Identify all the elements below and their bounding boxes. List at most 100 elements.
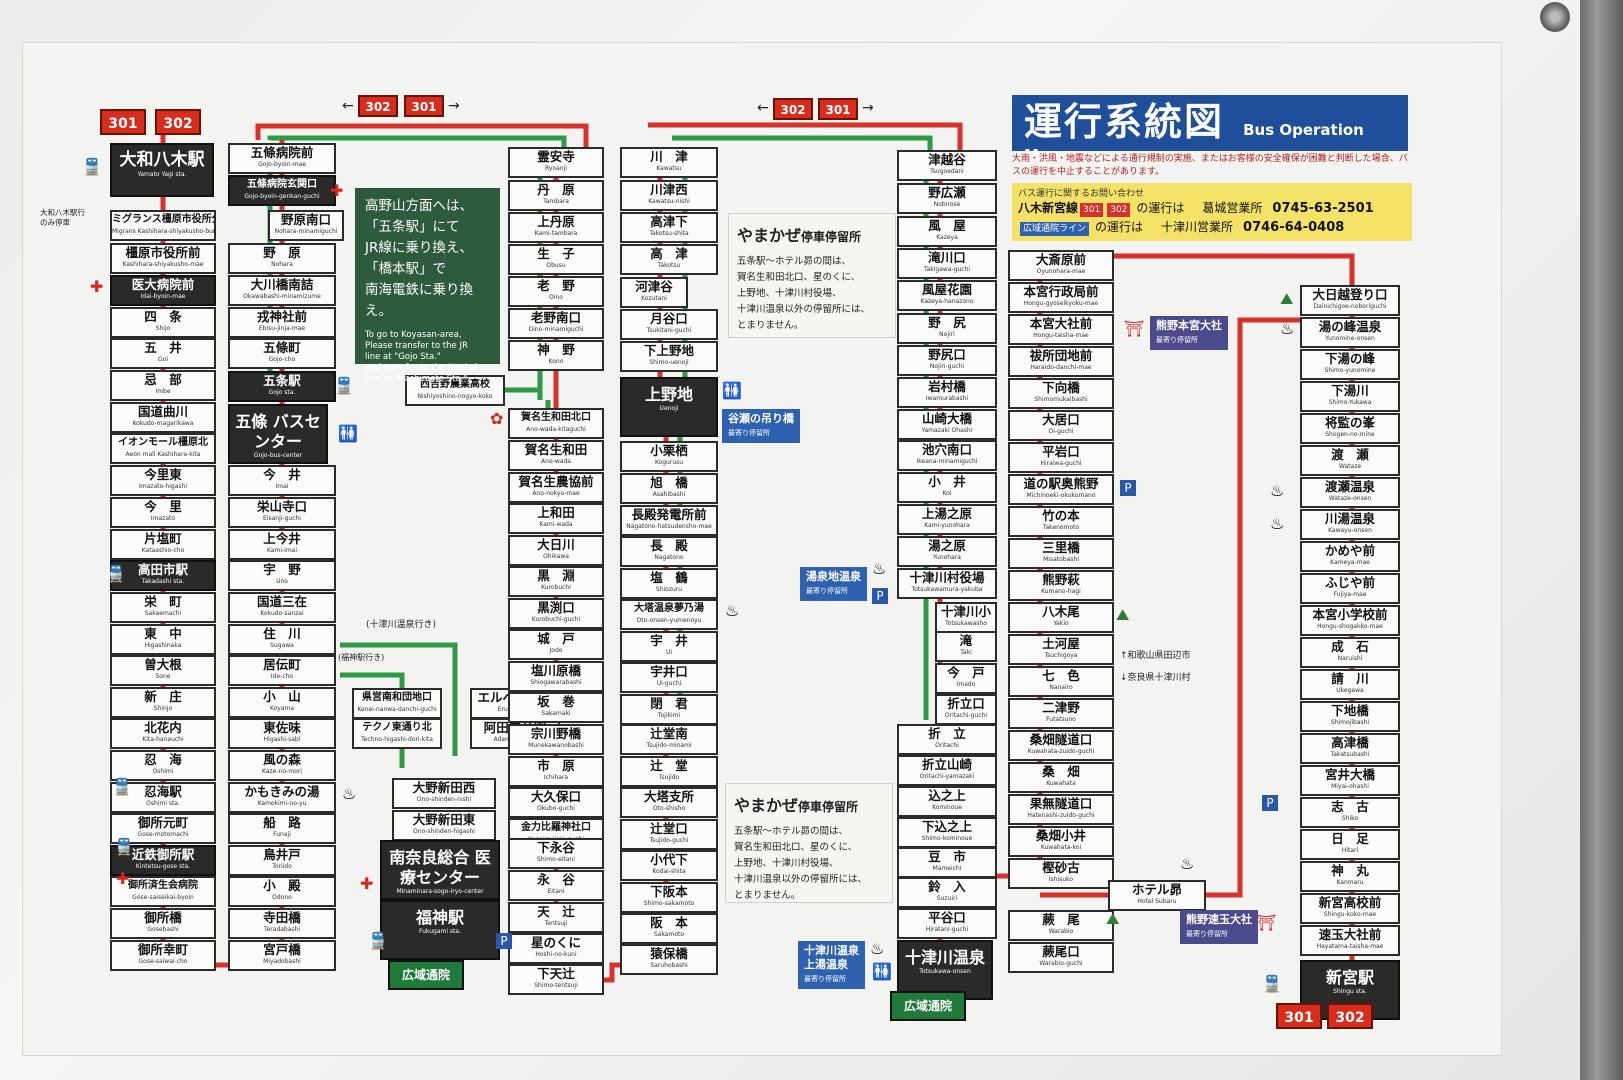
stop-name-en: Tsujido-minami [646,742,692,749]
bus-stop: ミグランス橿原市役所分庁舎Migrans Kashihara-shiyakush… [110,210,216,241]
stop-name-en: Oritachi-guchi [944,712,988,719]
stop-name: 新宮高校前 [1318,895,1382,910]
stop-name: 辻堂口 [650,821,688,836]
transfer-info-en: To go to Koyasan-area, Please transfer t… [365,330,478,384]
badge-302-mid2: 302 [773,98,813,120]
stop-name-en: Yunomine-onsen [1325,335,1375,342]
stop-name-en: Yamazaki Ohashi [921,427,973,434]
stop-name-en: Mameichi [932,865,962,872]
hot-spring-icon-4: ♨ [870,939,885,958]
stop-name: 十津川小 [940,604,991,619]
stop-name: 大野新田東 [412,812,476,827]
hayatama-sub: 最寄り停留所 [1186,930,1228,938]
stop-name-en: Warabio [1048,928,1074,935]
stop-name: 速玉大社前 [1318,927,1382,942]
stop-name: 県営南和団地口 [362,692,432,703]
stop-name: 大和八木駅 [119,150,205,170]
stop-name-en: Kazeya [936,234,958,241]
stop-name: 黒渕口 [537,600,575,615]
stop-name-en: Kameya-mae [1330,559,1370,566]
stop-name-en: Nohara [271,261,293,268]
stop-name-en: Kami-yunohara [924,522,970,529]
hayatama-tag: 熊野速玉大社最寄り停留所 [1180,910,1258,944]
restroom-icon-3: 🚻 [872,962,892,981]
stop-name: 長殿発電所前 [631,507,707,522]
stop-name: 高津橋 [1331,735,1369,750]
contact-phone: 0746-64-0408 [1243,220,1345,235]
hongu-taisha-tag: 熊野本宮大社最寄り停留所 [1150,316,1228,350]
yamakaze-body-2: 五条駅～ホテル昴の間は、 賀名生和田北口、星のくに、 上野地、十津川村役場、 十… [734,826,868,901]
stop-name-en: Nojiri [939,331,955,338]
badge-301-top: 301 [100,109,146,135]
stop-name: 長 殿 [650,538,688,553]
stop-name-en: Tentsuji [544,920,568,927]
yamato-only-note: 大和八木駅行 のみ停車 [40,208,85,227]
stop-name-en: Kami-imai [266,547,298,554]
stop-name: 湯之原 [928,538,966,553]
stop-name-en: Migrans Kashihara-shiyakusho-bunchosha [112,228,216,235]
stop-name: 宗川野橋 [530,726,581,741]
stop-name: 阪 本 [650,915,688,930]
stop-name: イオンモール橿原北 [118,437,208,448]
hot-spring-icon-6: ♨ [1280,319,1295,338]
stop-name: 折立口 [947,696,985,711]
stop-name-en: Kokudo-sanzai [260,610,304,617]
stop-name-en: Kanmaru [1336,879,1364,886]
stop-name-en: Sugawa [270,642,294,649]
stop-name-en: Oto-shisho [652,805,686,812]
stop-name: 日 足 [1331,831,1369,846]
stop-name-en: Yamato Yagi sta. [137,171,187,178]
stop-name-en: Futatsuno [1046,716,1076,723]
train-icon-4: 🚆 [114,837,134,856]
stop-name-en: Hotel Subaru [1137,898,1177,905]
stop-name: 坂 巻 [537,694,575,709]
stop-name-en: Ui-guchi [656,680,682,687]
stop-name-en: Michinoeki-okukumano [1026,492,1096,499]
stop-name-en: Nishiyoshino-nogyo-koko [417,393,493,400]
stop-name: 上湯之原 [921,506,972,521]
stop-name-en: Obusu [546,262,566,269]
stop-name: 丹 原 [537,182,575,197]
stop-name: 下上野地 [643,343,694,358]
bus-transfer-icon: 🚆 [82,157,102,176]
stop-name: 霊安寺 [537,149,575,164]
stop-name: 本宮小学校前 [1312,607,1388,622]
stop-name-en: Higashinaka [144,642,182,649]
stop-name-en: Oritachi-yamazaki [919,773,975,780]
hongu-taisha-sub: 最寄り停留所 [1156,336,1198,344]
totsukawa-onsen-title: 十津川温泉 上湯温泉 [804,944,859,971]
stop-name-en: Suzuiri [936,895,958,902]
